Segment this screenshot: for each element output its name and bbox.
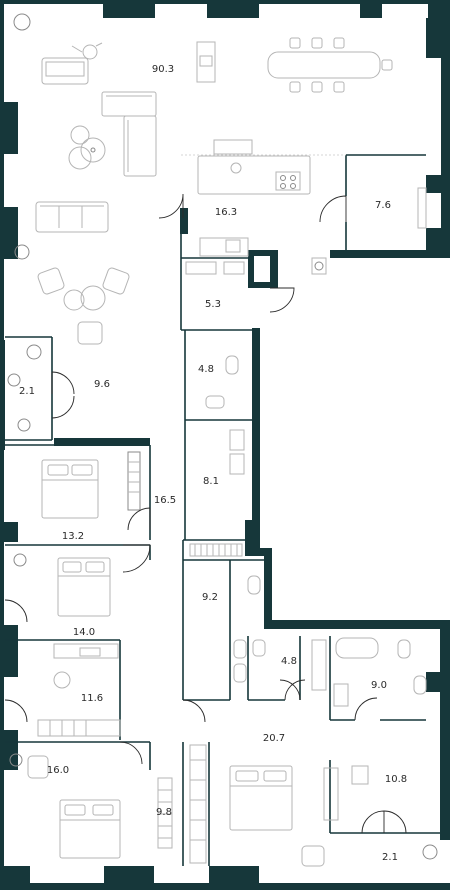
room-area-bath-3: 9.0 bbox=[371, 680, 387, 691]
dining-table-icon bbox=[267, 37, 393, 93]
room-area-storage-ne: 7.6 bbox=[375, 200, 391, 211]
room-area-laundry: 5.3 bbox=[205, 299, 221, 310]
room-area-dressing-1: 9.6 bbox=[94, 379, 110, 390]
stove-icon bbox=[197, 139, 311, 195]
sink-icon bbox=[205, 395, 225, 409]
room-area-office: 10.8 bbox=[385, 774, 407, 785]
room-area-bedroom-3: 16.0 bbox=[47, 765, 69, 776]
bed-icon bbox=[229, 765, 293, 831]
armchair-icon bbox=[71, 42, 103, 60]
room-area-corridor: 16.5 bbox=[154, 495, 176, 506]
room-labels: 90.3 16.3 7.6 5.3 2.1 9.6 4.8 8.1 16.5 1… bbox=[19, 64, 407, 863]
room-area-wc-2: 4.8 bbox=[281, 656, 297, 667]
sofa-icon bbox=[101, 91, 157, 177]
armchair-icon bbox=[77, 321, 103, 345]
armchair-icon bbox=[27, 755, 325, 867]
bed-icon bbox=[59, 799, 121, 859]
desk-icon bbox=[323, 765, 369, 821]
toilet-icon bbox=[225, 355, 239, 375]
doors bbox=[4, 193, 407, 834]
bed-icon bbox=[41, 459, 99, 519]
bathtub-icon bbox=[335, 637, 379, 659]
plant-icon bbox=[7, 13, 438, 860]
room-area-living: 90.3 bbox=[152, 64, 174, 75]
armchair-icon bbox=[37, 267, 130, 295]
room-area-bath-2: 9.2 bbox=[202, 592, 218, 603]
sofa-icon bbox=[35, 201, 109, 233]
sofa-icon bbox=[41, 57, 89, 85]
room-area-wc-1: 4.8 bbox=[198, 364, 214, 375]
room-area-bedroom-1: 13.2 bbox=[62, 531, 84, 542]
toilet-icon bbox=[247, 575, 261, 595]
room-area-balcony-e: 2.1 bbox=[382, 852, 398, 863]
room-area-study: 11.6 bbox=[81, 693, 103, 704]
toilet-icon bbox=[397, 639, 427, 695]
desk-icon bbox=[53, 643, 119, 689]
bed-icon bbox=[57, 557, 111, 617]
room-area-kitchen: 16.3 bbox=[215, 207, 237, 218]
interior-walls bbox=[5, 154, 440, 866]
room-area-bedroom-2: 14.0 bbox=[73, 627, 95, 638]
room-area-bath-1: 8.1 bbox=[203, 476, 219, 487]
room-area-dressing-2: 9.8 bbox=[156, 807, 172, 818]
room-area-balcony-w: 2.1 bbox=[19, 386, 35, 397]
room-area-master-bedroom: 20.7 bbox=[263, 733, 285, 744]
furniture bbox=[7, 13, 438, 867]
